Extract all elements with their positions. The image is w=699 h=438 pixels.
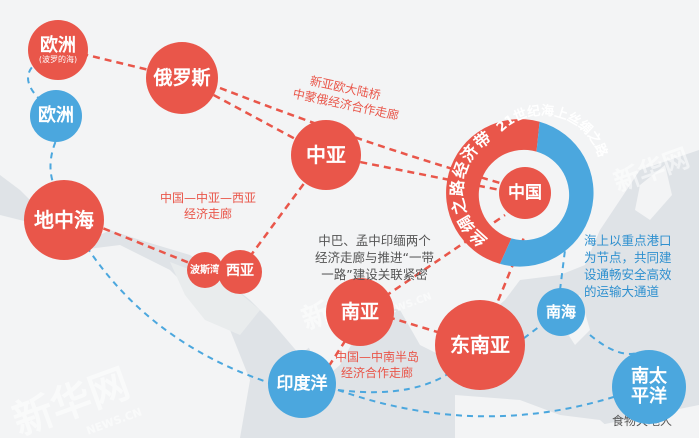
annotation-cpec-line2: 经济走廊与推进“一带 (315, 250, 434, 265)
route-mediterranean-indian-ocean (74, 227, 271, 384)
node-russia: 俄罗斯 (146, 42, 218, 114)
node-europe-baltic-label: 欧洲 (40, 34, 76, 56)
annotation-ccwa-line2: 经济走廊 (184, 207, 233, 221)
route-indian-ocean-south-pacific (337, 389, 621, 418)
annotation-cpec-line3: 一路”建设关联紧密 (321, 267, 428, 282)
annotation-maritime-line3: 设通畅安全高效 (584, 267, 672, 282)
node-southeast-asia-label: 东南亚 (450, 333, 510, 357)
node-west-asia-label: 西亚 (226, 263, 254, 280)
annotation-ci-line1: 中国—中南半岛 (335, 350, 420, 364)
node-south-pacific-label-2: 平洋 (631, 386, 667, 407)
annotation-maritime-line2: 为节点，共同建 (584, 250, 672, 265)
node-persian-gulf: 波斯湾 (187, 252, 223, 288)
route-europe-russia (57, 46, 183, 80)
node-south-sea: 南海 (537, 288, 585, 336)
annotation-ccwa-line1: 中国—中亚—西亚 (160, 191, 257, 205)
annotation-cpec-bcim: 中巴、孟中印缅两个 经济走廊与推进“一带 一路”建设关联紧密 (315, 232, 434, 283)
node-china: 中国 (499, 167, 551, 219)
annotation-cpec-line1: 中巴、孟中印缅两个 (318, 233, 431, 248)
node-south-asia: 南亚 (326, 278, 394, 346)
route-south-sea-south-pacific (589, 334, 641, 355)
node-russia-label: 俄罗斯 (153, 66, 211, 89)
annotation-maritime-line4: 的运输大通道 (584, 284, 660, 299)
node-europe: 欧洲 (30, 90, 82, 142)
node-south-asia-label: 南亚 (340, 300, 379, 323)
node-europe-baltic: 欧洲 (波罗的海) (28, 20, 88, 80)
node-china-label: 中国 (508, 182, 542, 203)
route-russia-china (219, 86, 526, 192)
route-indian-ocean-southeast-asia (337, 364, 461, 394)
node-south-sea-label: 南海 (545, 302, 576, 321)
node-europe-label: 欧洲 (38, 105, 74, 127)
node-central-asia: 中亚 (291, 120, 361, 190)
landmass-africa (0, 215, 250, 438)
node-central-asia-label: 中亚 (306, 143, 346, 167)
silk-road-economic-belt-arc (446, 119, 540, 264)
node-indian-ocean: 印度洋 (268, 350, 336, 418)
annotation-maritime-line1: 海上以重点港口 (584, 233, 672, 248)
landmass-japan (635, 165, 672, 220)
annotation-china-central-west-asia: 中国—中亚—西亚 经济走廊 (160, 190, 256, 222)
node-mediterranean: 地中海 (24, 180, 104, 260)
node-south-pacific-label-1: 南太 (631, 366, 667, 388)
node-europe-baltic-sub: (波罗的海) (38, 54, 78, 64)
annotation-maritime: 海上以重点港口 为节点，共同建 设通畅安全高效 的运输大通道 (584, 232, 672, 300)
landmass-indonesia (455, 395, 620, 438)
node-mediterranean-label: 地中海 (34, 208, 94, 232)
node-west-asia: 西亚 (218, 250, 262, 294)
route-europe-mediterranean (49, 131, 63, 201)
node-southeast-asia: 东南亚 (435, 300, 525, 390)
maritime-silk-road-arc (500, 121, 594, 267)
annotation-ci-line2: 经济合作走廊 (341, 366, 414, 380)
node-persian-gulf-label: 波斯湾 (190, 264, 220, 276)
node-south-pacific: 南太 平洋 (612, 350, 686, 424)
annotation-china-indochina: 中国—中南半岛 经济合作走廊 (335, 349, 419, 381)
node-indian-ocean-label: 印度洋 (276, 373, 328, 394)
route-south-sea-china (559, 249, 566, 291)
